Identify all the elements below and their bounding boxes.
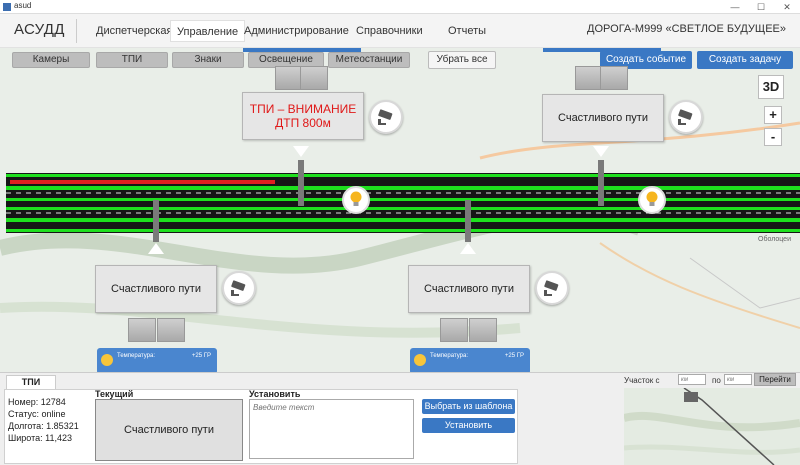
filter-cameras[interactable]: Камеры [12, 52, 90, 68]
create-task-button[interactable]: Создать задачу [697, 51, 793, 69]
choose-template-button[interactable]: Выбрать из шаблона [422, 399, 515, 414]
tpi-longitude: Долгота: 1.85321 [8, 421, 79, 431]
sign-pad [575, 66, 603, 90]
clear-all-button[interactable]: Убрать все [428, 51, 496, 69]
camera-icon[interactable] [222, 271, 256, 305]
mini-map-graphic [624, 388, 800, 465]
current-message: Счастливого пути [95, 399, 243, 461]
section-from-label: Участок с [624, 376, 660, 385]
nav-admin[interactable]: Администрирование [244, 25, 349, 37]
filter-tpi[interactable]: ТПИ [96, 52, 168, 68]
section-selector: Участок с по Перейти [620, 372, 800, 388]
current-title: Текущий [95, 389, 134, 399]
header-divider [76, 19, 77, 43]
map-view[interactable]: Оболоцеи Камеры ТПИ Знаки Освещение Мете… [0, 48, 800, 372]
zoom-out-button[interactable]: - [764, 128, 782, 146]
app-icon [3, 3, 11, 11]
sun-icon [414, 354, 426, 366]
tpi-alert-line2: ДТП 800м [275, 116, 331, 130]
map-background [0, 121, 800, 338]
sign-pad [157, 318, 185, 342]
nav-control[interactable]: Управление [170, 20, 246, 42]
sign-pad [600, 66, 628, 90]
sign-post [298, 160, 304, 206]
tab-tpi[interactable]: ТПИ [6, 375, 56, 389]
maximize-button[interactable]: ☐ [756, 2, 766, 12]
tpi-sign-top-right[interactable]: Счастливого пути [542, 94, 664, 142]
lamp-icon[interactable] [342, 186, 370, 214]
weather-label: Температура: [430, 353, 469, 359]
filter-signs[interactable]: Знаки [172, 52, 244, 68]
window-titlebar: asud — ☐ ✕ [0, 0, 800, 14]
weather-value: +25 ГР [504, 353, 524, 359]
section-to-label: по [712, 376, 721, 385]
sign-post [153, 200, 159, 242]
sun-icon [101, 354, 113, 366]
zoom-in-button[interactable]: + [764, 106, 782, 124]
filter-weather-stations[interactable]: Метеостанции [328, 52, 410, 68]
weather-value: +25 ГР [191, 353, 211, 359]
sign-pad [300, 66, 328, 90]
sign-pointer-icon [460, 243, 476, 254]
set-title: Установить [249, 389, 301, 399]
camera-icon[interactable] [669, 100, 703, 134]
nav-references[interactable]: Справочники [356, 25, 423, 37]
lamp-icon[interactable] [638, 186, 666, 214]
tpi-alert-line1: ТПИ – ВНИМАНИЕ [249, 102, 357, 116]
mini-map[interactable] [624, 388, 800, 465]
tpi-status: Статус: online [8, 409, 66, 419]
sign-panel-top-left-bar [243, 48, 361, 52]
section-to-input[interactable] [724, 374, 752, 385]
tpi-sign-bottom-left[interactable]: Счастливого пути [95, 265, 217, 313]
nav-reports[interactable]: Отчеты [448, 25, 487, 37]
map-place-label: Оболоцеи [758, 236, 791, 243]
tpi-sign-bottom-right[interactable]: Счастливого пути [408, 265, 530, 313]
sign-pad [128, 318, 156, 342]
set-message-button[interactable]: Установить [422, 418, 515, 433]
sign-post [598, 160, 604, 206]
minimize-button[interactable]: — [730, 2, 740, 12]
camera-icon[interactable] [535, 271, 569, 305]
app-header: АСУДД Диспетчерская Управление Администр… [0, 14, 800, 48]
weather-label: Температура: [117, 353, 156, 359]
sign-panel-top-right-bar [543, 48, 661, 52]
weather-station-widget[interactable]: Температура: +25 ГР [410, 348, 530, 372]
nav-dispatch[interactable]: Диспетчерская [96, 25, 173, 37]
section-from-input[interactable] [678, 374, 706, 385]
close-button[interactable]: ✕ [783, 2, 791, 12]
brand-logo: АСУДД [14, 21, 65, 38]
view-3d-button[interactable]: 3D [758, 75, 784, 99]
weather-station-widget[interactable]: Температура: +25 ГР [97, 348, 217, 372]
tpi-number: Номер: 12784 [8, 397, 66, 407]
sign-pad [275, 66, 303, 90]
sign-post [465, 200, 471, 242]
sign-pointer-icon [293, 146, 309, 157]
sign-pointer-icon [148, 243, 164, 254]
go-button[interactable]: Перейти [754, 373, 796, 386]
message-input[interactable] [249, 399, 414, 459]
create-event-button[interactable]: Создать событие [600, 51, 692, 69]
camera-icon[interactable] [369, 100, 403, 134]
sign-pad [469, 318, 497, 342]
window-title: asud [14, 1, 32, 10]
road-name: ДОРОГА-М999 «СВЕТЛОЕ БУДУЩЕЕ» [587, 23, 786, 35]
sign-pointer-icon [593, 146, 609, 157]
sign-pad [440, 318, 468, 342]
tpi-latitude: Широта: 11,423 [8, 433, 72, 443]
